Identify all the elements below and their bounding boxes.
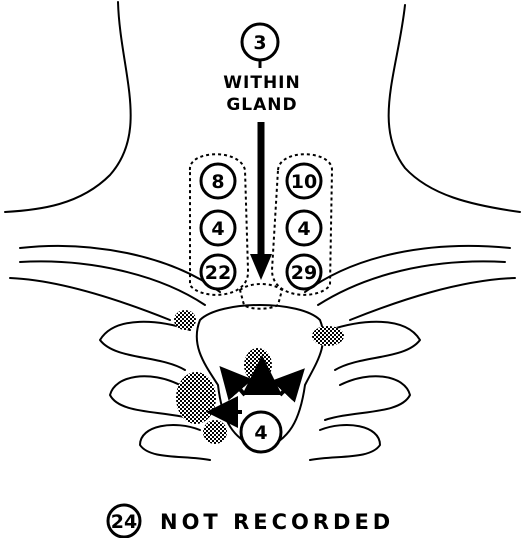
site-left-clavicle: [174, 310, 196, 330]
legend-text: NOT RECORDED: [160, 510, 394, 534]
site-left-bottom: [203, 420, 227, 444]
clavicle-left: [10, 246, 220, 320]
left-lobe-value-2: 4: [211, 218, 224, 240]
mediastinum-count: 4: [254, 422, 267, 444]
arrow-up-right: [280, 380, 294, 395]
site-left-lower: [176, 372, 216, 424]
right-lobe-value-1: 10: [291, 171, 317, 193]
right-lobe-value-2: 4: [297, 218, 310, 240]
within-gland-count: 3: [253, 32, 266, 54]
neck-right-contour: [389, 5, 520, 212]
arrow-up-left: [230, 378, 245, 395]
left-lobe-value-1: 8: [211, 171, 224, 193]
legend-count: 24: [111, 511, 137, 533]
within-label: WITHIN: [223, 73, 300, 93]
gland-label: GLAND: [226, 95, 297, 115]
clavicle-right: [305, 246, 515, 320]
site-right-clavicle: [312, 326, 344, 346]
descent-arrow-head: [250, 254, 272, 280]
neck-left-contour: [5, 2, 131, 212]
right-lobe-value-3: 29: [291, 262, 317, 284]
site-mediastinum: [244, 348, 272, 382]
left-lobe-value-3: 22: [205, 262, 231, 284]
